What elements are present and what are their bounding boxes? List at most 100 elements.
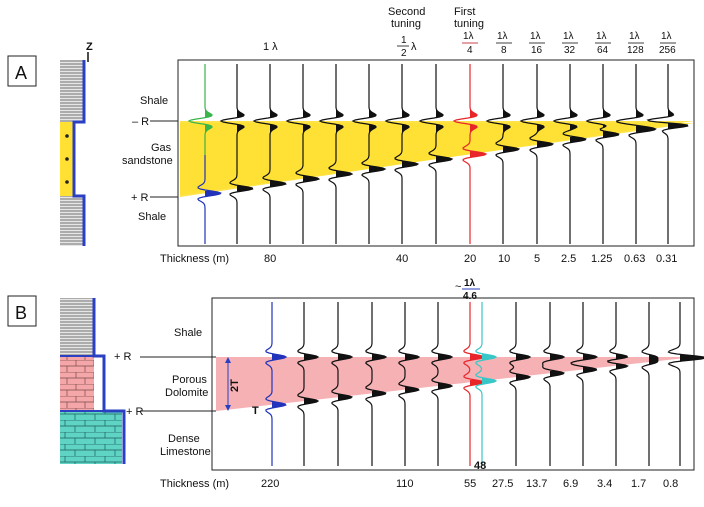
trace-b-13 <box>667 302 704 466</box>
bottom-reflector-label: + R <box>131 192 148 204</box>
shale-label: Shale <box>174 327 202 339</box>
trace-b-8 <box>509 302 532 466</box>
first-tuning-line2: tuning <box>454 18 484 30</box>
trace-a-top-green <box>187 64 213 155</box>
panel-b-fraction-num: 1λ <box>464 278 476 289</box>
trace-b-12 <box>641 302 659 466</box>
trace-b-2-fill-1 <box>338 394 352 401</box>
thickness-b-3: 27.5 <box>492 478 513 490</box>
trace-b-5 <box>431 302 454 466</box>
thickness-b-7: 1.7 <box>631 478 646 490</box>
half-lambda-symbol: λ <box>411 41 417 53</box>
trace-a-13 <box>615 64 657 244</box>
trace-b-4 <box>398 302 421 466</box>
dolomite-label: Dolomite <box>165 387 208 399</box>
thickness-a-7: 0.63 <box>624 253 645 265</box>
panel-a: A Z 1 λ Second tuning 1 2 λ First <box>7 6 695 265</box>
trace-b-3 <box>365 302 388 466</box>
fraction-a-num-6: 1λ <box>661 31 672 42</box>
trace-a-14 <box>646 64 689 244</box>
fraction-a-den-3: 32 <box>564 45 576 56</box>
svg-text:~: ~ <box>455 281 461 293</box>
trace-a-10-fill-2 <box>537 141 553 148</box>
gas-label: Gas <box>151 142 172 154</box>
panel-a-badge-box <box>7 55 37 87</box>
thickness-b-2: 55 <box>464 478 476 490</box>
trace-b-9 <box>542 302 566 466</box>
trace-b-6 <box>463 302 486 466</box>
second-tuning-line2: tuning <box>391 18 421 30</box>
trace-b-1 <box>297 302 320 466</box>
thickness-b-4: 13.7 <box>526 478 547 490</box>
thickness-b-6: 3.4 <box>597 478 612 490</box>
thickness-a-8: 0.31 <box>656 253 677 265</box>
thickness-b-8: 0.8 <box>663 478 678 490</box>
trace-a-7 <box>418 64 454 244</box>
thickness-a-3: 10 <box>498 253 510 265</box>
thickness-a-6: 1.25 <box>591 253 612 265</box>
trace-a-bottom-blue <box>197 155 222 244</box>
panel-b-thickness-label: Thickness (m) <box>160 478 229 490</box>
trace-a-12-fill-2 <box>603 131 619 138</box>
limestone-label: Limestone <box>160 446 211 458</box>
panel-b-badge: B <box>15 303 27 323</box>
top-shale-label: Shale <box>140 95 168 107</box>
depth-axis-label: Z <box>86 41 93 53</box>
trace-b-7 <box>475 302 498 466</box>
panel-b-traces <box>265 302 704 466</box>
half-lambda-num: 1 <box>401 35 407 46</box>
trace-b-11 <box>606 302 629 466</box>
fraction-a-den-4: 64 <box>597 45 609 56</box>
trace-a-10 <box>519 64 555 244</box>
thickness-a-4: 5 <box>534 253 540 265</box>
trace-b-10 <box>570 302 599 466</box>
trace-b-2 <box>331 302 354 466</box>
trace-a-5 <box>351 64 387 244</box>
fraction-a-num-0: 1λ <box>463 31 474 42</box>
bottom-shale-label: Shale <box>138 211 166 223</box>
trace-a-12 <box>585 64 620 244</box>
thickness-a-5: 2.5 <box>561 253 576 265</box>
fraction-a-den-5: 128 <box>627 45 644 56</box>
thickness-a-0: 80 <box>264 253 276 265</box>
second-tuning-line1: Second <box>388 6 425 18</box>
cyan-trace-value: 48 <box>474 460 486 472</box>
trace-a-9-fill-2 <box>503 146 519 153</box>
panel-b-fraction-den: 4.6 <box>463 291 477 302</box>
fraction-a-den-1: 8 <box>501 45 507 56</box>
panel-b-lithology-log <box>60 298 126 464</box>
trace-a-4 <box>318 64 354 244</box>
trace-b-0 <box>265 302 288 466</box>
panel-b: B 2T T 1λ 4.6 ~ 48 Shale <box>7 278 704 490</box>
panel-a-lithology-log: Z <box>60 41 93 246</box>
panel-a-thickness-label: Thickness (m) <box>160 253 229 265</box>
two-t-label: 2T <box>229 379 241 392</box>
porous-label: Porous <box>172 374 207 386</box>
fraction-a-num-5: 1λ <box>629 31 640 42</box>
fraction-a-den-0: 4 <box>467 45 473 56</box>
fraction-a-num-4: 1λ <box>596 31 607 42</box>
trace-a-1 <box>219 64 254 244</box>
trace-a-6-fill-2 <box>402 161 418 168</box>
thickness-a-1: 40 <box>396 253 408 265</box>
dense-label: Dense <box>168 433 200 445</box>
fraction-a-num-1: 1λ <box>497 31 508 42</box>
porous-dolomite-wedge <box>216 357 694 411</box>
panel-b-bottom-reflector-label: + R <box>126 406 143 418</box>
fraction-a-den-2: 16 <box>531 45 543 56</box>
panel-a-traces <box>187 64 689 244</box>
fraction-a-num-2: 1λ <box>530 31 541 42</box>
fraction-a-num-3: 1λ <box>563 31 574 42</box>
fraction-a-den-6: 256 <box>659 45 676 56</box>
trace-b-10-fill-0 <box>583 354 597 360</box>
thickness-b-0: 220 <box>261 478 279 490</box>
first-tuning-line1: First <box>454 6 475 18</box>
panel-a-badge: A <box>15 63 27 83</box>
trace-a-9 <box>485 64 521 244</box>
top-reflector-label: – R <box>132 116 149 128</box>
trace-a-6 <box>384 64 420 244</box>
t-label: T <box>252 405 259 417</box>
trace-a-11 <box>552 64 587 244</box>
